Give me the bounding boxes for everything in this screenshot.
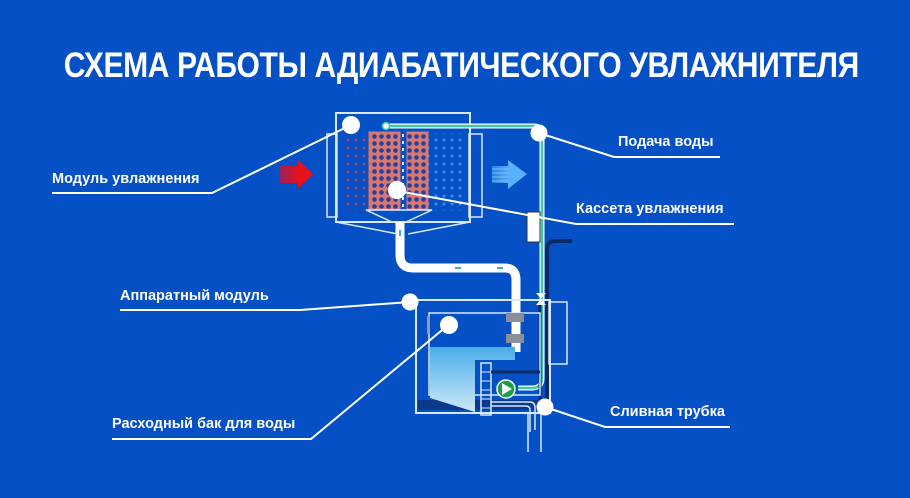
incoming-air-dots: [341, 133, 371, 211]
callout-dot-cassette: [388, 181, 406, 199]
callout-dot-drain: [536, 398, 554, 416]
callout-line-module: [52, 124, 352, 194]
drain-pipe: [491, 401, 542, 452]
label-drain-pipe: Сливная трубка: [610, 404, 725, 420]
callout-dots: [342, 116, 554, 416]
callout-dot-hardware: [401, 293, 419, 311]
pump-icon: [496, 379, 516, 399]
label-hardware-module: Аппаратный модуль: [120, 288, 269, 304]
hardware-module: [415, 299, 568, 414]
callout-dot-supply: [530, 124, 548, 142]
valve-icon: [536, 293, 546, 305]
callout-lines: [52, 124, 734, 440]
callout-line-supply: [538, 132, 720, 158]
supply-filter: [526, 211, 541, 243]
label-humidification-cassette: Кассета увлажнения: [576, 201, 724, 217]
return-pipe: [395, 222, 521, 352]
label-humidification-module: Модуль увлажнения: [52, 171, 200, 187]
label-water-supply: Подача воды: [618, 134, 714, 150]
outflow-arrow-icon: [492, 160, 527, 189]
callout-dot-module: [342, 116, 360, 134]
inflow-arrow-icon: [280, 160, 313, 189]
callout-dot-tank: [440, 316, 458, 334]
callout-line-tank: [112, 325, 448, 440]
callout-line-hardware: [120, 301, 411, 311]
label-water-tank: Расходный бак для воды: [112, 416, 296, 432]
callout-line-cassette: [397, 190, 734, 225]
cassette-right: [406, 131, 429, 210]
water-tank: [430, 347, 540, 416]
sensor-upper: [506, 313, 524, 322]
callout-line-drain: [544, 406, 730, 428]
page-title: СХЕМА РАБОТЫ АДИАБАТИЧЕСКОГО УВЛАЖНИТЕЛЯ: [63, 46, 860, 85]
sensor-lower: [506, 334, 524, 343]
